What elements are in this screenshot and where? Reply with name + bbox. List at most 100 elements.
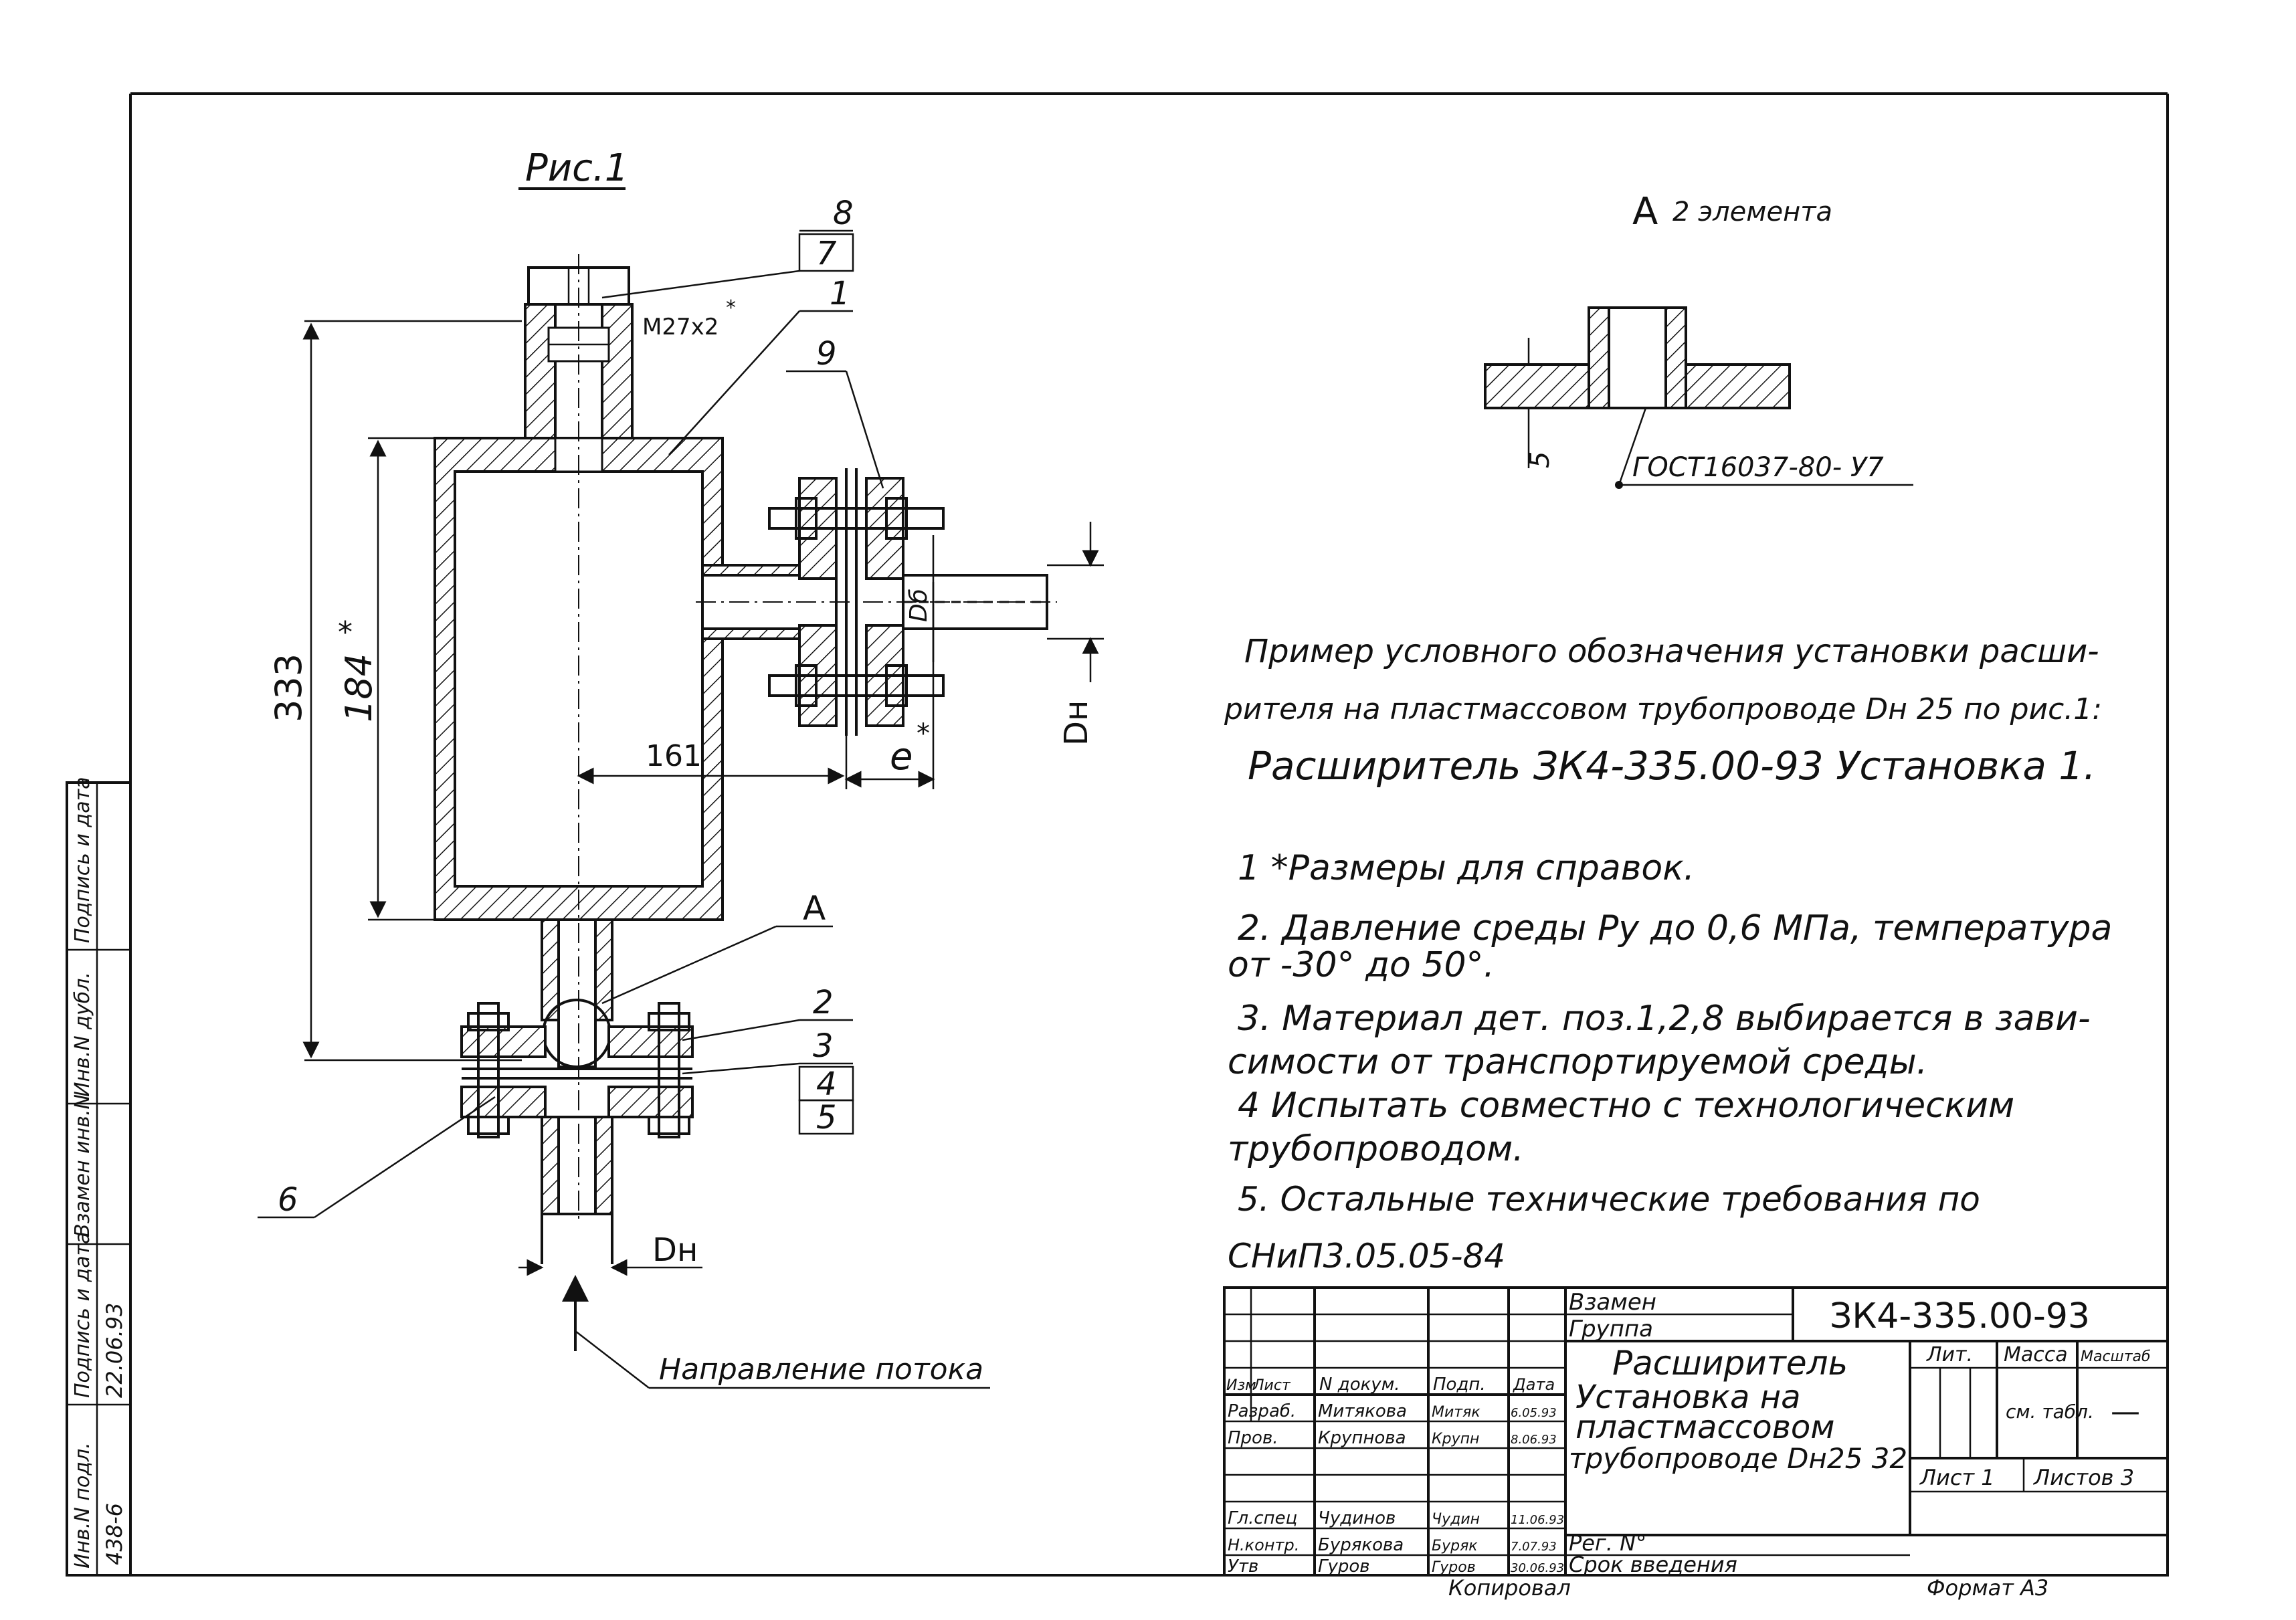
tb-header-sign: Подп.: [1433, 1375, 1486, 1395]
designation-example: Пример условного обозначения установки р…: [1224, 633, 2102, 789]
dim-branch-offset: 161: [646, 739, 702, 773]
tb-sign-chief: Чудин: [1432, 1511, 1480, 1528]
tb-name-line-1: Расширитель: [1612, 1344, 1848, 1383]
tb-role-checker: Пров.: [1228, 1428, 1278, 1448]
tb-sign-normcontrol: Буряк: [1432, 1538, 1478, 1554]
dim-outer-dia-branch: Dн: [1058, 700, 1095, 746]
tb-date-approver: 30.06.93: [1511, 1561, 1564, 1575]
dim-bore: Dб: [905, 589, 933, 622]
tb-group-label: Группа: [1569, 1316, 1653, 1342]
callout-6: 6: [278, 1181, 298, 1219]
callout-3: 3: [813, 1027, 834, 1065]
title-block: Изм Лист N докум. Подп. Дата Разраб. Мит…: [1223, 1286, 2169, 1577]
sheet-footer: Копировал Формат А3: [1448, 1575, 2048, 1601]
figure-label: Рис.1: [518, 146, 628, 190]
note-2b: от -30° до 50°.: [1228, 945, 1495, 985]
stamp-date-value: 22.06.93: [102, 1303, 127, 1399]
dim-body-height-mark: *: [338, 615, 353, 649]
dim-thread-mark: *: [726, 296, 736, 320]
tb-name-approver: Гуров: [1318, 1556, 1370, 1577]
tb-name-normcontrol: Бурякова: [1318, 1535, 1404, 1555]
tb-sheet-label: Лист 1: [1919, 1465, 1995, 1490]
callouts: 8 7 1 9 A 2 3 4 5 6: [258, 195, 884, 1219]
detail-A: A 2 элемента 5 ГОСТ16037-80- У7: [1484, 190, 1913, 489]
tb-date-developer: 6.05.93: [1511, 1406, 1557, 1420]
dimensions: 333 184 * 161 e * Dб Dн Dн M27x2 *: [268, 296, 1104, 1276]
svg-text:Рис.1: Рис.1: [525, 146, 628, 190]
tb-name-developer: Митякова: [1318, 1401, 1407, 1421]
note-5: 5. Остальные технические требования по: [1238, 1180, 1980, 1219]
tb-scale-value: —: [2111, 1395, 2140, 1429]
dim-overall-height: 333: [268, 653, 310, 722]
tb-scale-label: Масштаб: [2081, 1348, 2151, 1365]
tb-role-normcontrol: Н.контр.: [1228, 1536, 1299, 1554]
tb-date-checker: 8.06.93: [1511, 1433, 1557, 1447]
tb-role-developer: Разраб.: [1228, 1401, 1296, 1421]
copied-label: Копировал: [1448, 1575, 1571, 1601]
note-3b: симости от транспортируемой среды.: [1228, 1042, 1927, 1082]
tb-header-date: Дата: [1513, 1375, 1555, 1394]
designation-line-1: Пример условного обозначения установки р…: [1244, 633, 2099, 670]
tb-date-chief: 11.06.93: [1511, 1513, 1564, 1527]
tb-mass-label: Масса: [2004, 1343, 2068, 1366]
detail-weld-size: 5: [1525, 451, 1555, 468]
callout-1: 1: [830, 275, 850, 312]
tb-lit-label: Лит.: [1926, 1343, 1973, 1366]
callout-A: A: [803, 889, 826, 928]
tb-name-line-3: пластмассовом: [1575, 1409, 1834, 1446]
tb-reg-label: Рег. N°: [1569, 1530, 1646, 1556]
tb-intro-label: Срок введения: [1569, 1552, 1737, 1577]
stamp-label-5: Инв.N подл.: [71, 1442, 94, 1568]
tb-sign-developer: Митяк: [1432, 1404, 1480, 1421]
dim-outer-dia-bottom: Dн: [652, 1231, 698, 1269]
callout-2: 2: [813, 984, 834, 1021]
dim-body-height: 184: [338, 653, 380, 722]
detail-weld-standard: ГОСТ16037-80- У7: [1632, 452, 1884, 483]
callout-9: 9: [816, 335, 837, 373]
tb-name-line-2: Установка на: [1575, 1379, 1801, 1416]
callout-7: 7: [816, 235, 837, 272]
flow-label: Направление потока: [659, 1352, 983, 1387]
note-4b: трубопроводом.: [1228, 1129, 1524, 1169]
designation-line-3: Расширитель ЗК4-335.00-93 Установка 1.: [1248, 743, 2096, 789]
tb-replaces-label: Взамен: [1569, 1289, 1656, 1316]
note-5b: СНиП3.05.05-84: [1228, 1237, 1505, 1276]
side-stamp: Подпись и дата Инв.N дубл. Взамен инв.N …: [66, 777, 132, 1577]
technical-notes: 1 *Размеры для справок. 2. Давление сред…: [1228, 848, 2112, 1276]
stamp-label-2: Инв.N дубл.: [71, 972, 94, 1097]
detail-title-letter: A: [1632, 190, 1658, 233]
note-3: 3. Материал дет. поз.1,2,8 выбирается в …: [1238, 999, 2091, 1039]
callout-4: 4: [816, 1066, 837, 1103]
stamp-label-1: Подпись и дата: [71, 777, 94, 944]
sheet-frame: [67, 92, 2169, 1577]
tb-header-izm: Изм: [1226, 1377, 1256, 1394]
tb-name-chief: Чудинов: [1318, 1508, 1396, 1528]
note-2: 2. Давление среды Ру до 0,6 МПа, темпера…: [1238, 908, 2112, 948]
note-1: 1 *Размеры для справок.: [1238, 848, 1695, 888]
stamp-label-4: Подпись и дата: [71, 1232, 94, 1399]
tb-sign-approver: Гуров: [1432, 1559, 1476, 1576]
dim-flange-gap-mark: *: [917, 718, 930, 749]
tb-sign-checker: Крупн: [1432, 1431, 1479, 1447]
callout-5: 5: [816, 1099, 837, 1136]
stamp-inv-value: 438-6: [102, 1503, 127, 1565]
tb-name-checker: Крупнова: [1318, 1428, 1406, 1448]
dim-thread: M27x2: [642, 314, 719, 340]
tb-sheets-label: Листов 3: [2033, 1465, 2134, 1490]
tb-mass-value: см. табл.: [2006, 1401, 2094, 1423]
stamp-label-3: Взамен инв.N: [71, 1094, 94, 1237]
tb-header-list: Лист: [1252, 1377, 1291, 1394]
expander-assembly: [434, 254, 1057, 1264]
callout-8: 8: [833, 195, 854, 232]
format-label: Формат А3: [1927, 1575, 2048, 1601]
tb-role-approver: Утв: [1228, 1556, 1258, 1577]
dim-flange-gap: e: [890, 735, 913, 779]
tb-name-line-4: трубопроводе Dн25 32: [1569, 1442, 1907, 1475]
flow-direction: Направление потока: [562, 1275, 990, 1389]
designation-line-2: рителя на пластмассовом трубопроводе Dн …: [1224, 692, 2102, 726]
detail-title-note: 2 элемента: [1672, 197, 1832, 227]
tb-role-chief: Гл.спец: [1228, 1508, 1297, 1528]
tb-code: ЗК4-335.00-93: [1830, 1296, 2090, 1336]
tb-date-normcontrol: 7.07.93: [1511, 1540, 1557, 1554]
